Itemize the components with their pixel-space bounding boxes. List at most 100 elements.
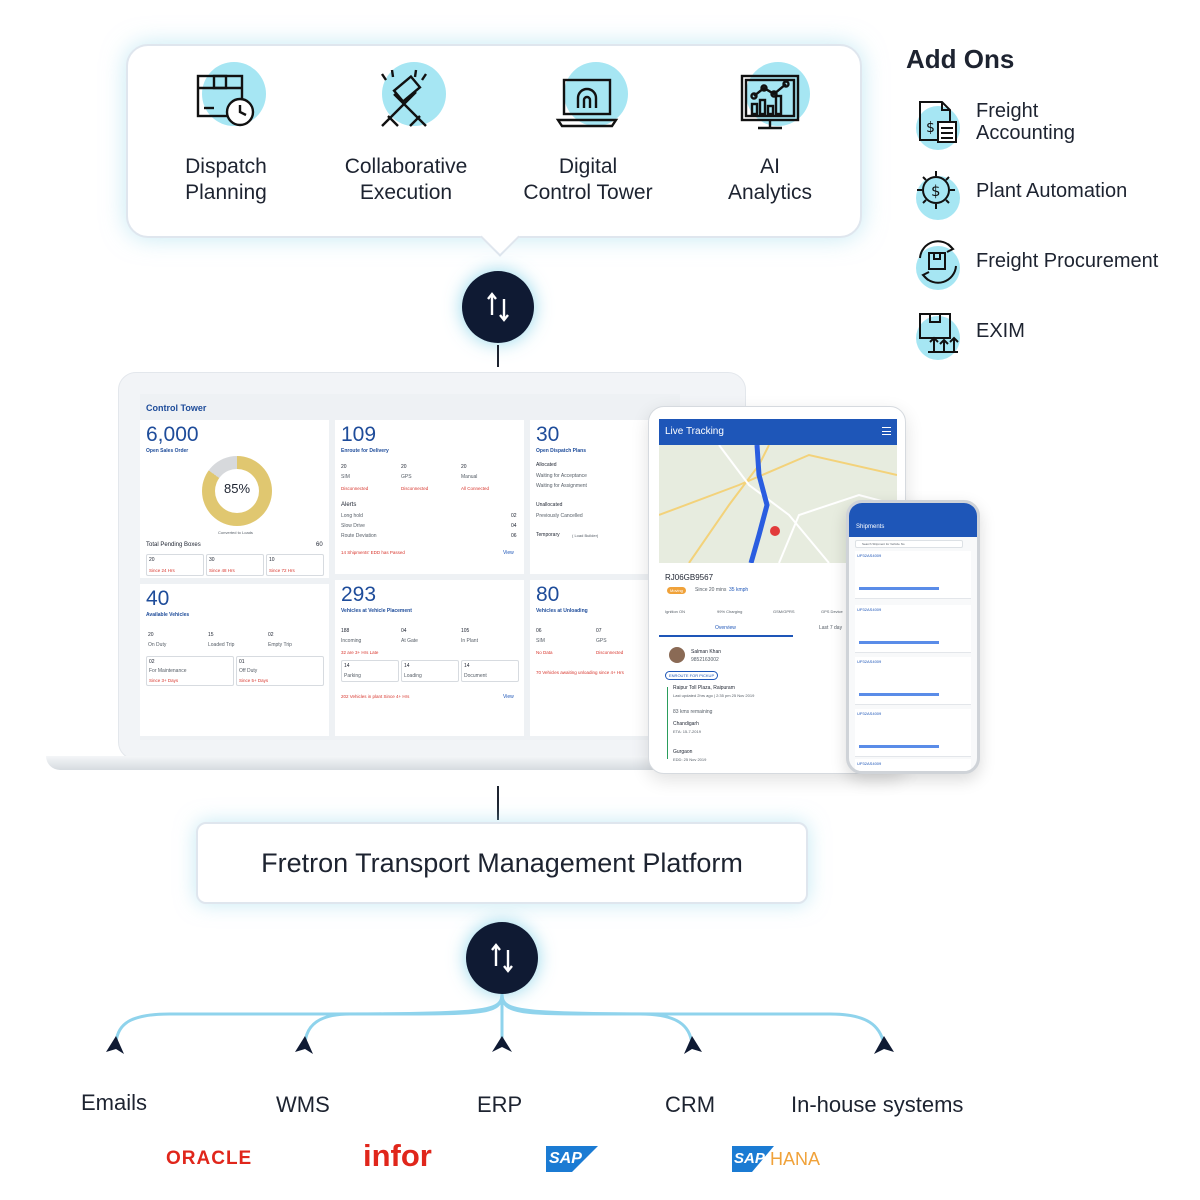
sap-hana-hana-text: HANA [770,1149,821,1169]
metric-label: Ignition ON [665,609,686,614]
col-label: Manual [461,474,478,480]
shipment-card[interactable]: UP32AS4009 [855,709,971,757]
control-tower-screen: Control Tower 6,000 Open Sales Order 85%… [140,394,680,740]
map-route [659,445,897,563]
analytics-monitor-icon [728,60,812,144]
speed-text: 35 kmph [729,587,749,593]
shipment-card[interactable]: UP32AS4009 [855,657,971,705]
waiting-acceptance: Waiting for Acceptance [536,473,587,479]
col-label: SIM [536,638,545,644]
addon-plant-automation[interactable]: $ Plant Automation [912,166,1192,222]
sync-arrows-icon [491,943,513,973]
col-note: No Data [536,650,553,655]
pending-box[interactable]: 10 Since 72 Hrs [266,554,324,576]
addon-freight-accounting[interactable]: $ Freight Accounting [912,96,1192,152]
loading-box[interactable]: 14 Loading [401,660,459,682]
metric-label: GSM/GPRS [773,609,795,614]
col-label: On Duty [148,642,167,648]
addon-exim[interactable]: EXIM [912,306,1192,362]
view-link[interactable]: View [503,694,514,700]
enroute-tile[interactable]: 109 Enroute for Delivery 20 SIM Disconne… [335,420,524,574]
col-value: 105 [461,628,470,634]
col-note: Disconnected [401,486,429,491]
progress-bar [859,745,939,748]
tab-overview[interactable]: Overview [715,625,736,631]
route-timeline [667,687,668,759]
col-label: GPS [401,474,412,480]
menu-icon[interactable] [882,427,891,435]
box-note: Since 72 Hrs [269,568,295,573]
module-dispatch-planning[interactable]: Dispatch Planning [136,60,316,206]
col-value: 04 [401,628,407,634]
exim-box-icon [912,306,964,360]
progress-bar [859,641,939,644]
sap-logo-shape [546,1146,598,1172]
alert-value: 06 [511,533,517,539]
live-tracking-title: Live Tracking [665,426,724,437]
addon-label: Freight Accounting [976,100,1075,144]
box-label: For Maintenance [149,668,187,674]
module-label: Collaborative Execution [344,155,468,204]
sap-hana-sap-text: SAP [734,1150,765,1167]
metric-label: 99% Charging [717,609,743,614]
shipment-id: UP32AS4009 [857,659,882,664]
col-label: Empty Trip [268,642,292,648]
box-label: Loading [404,673,422,679]
platform-card: Fretron Transport Management Platform [196,822,808,904]
placement-label: Vehicles at Vehicle Placement [341,608,412,614]
integration-inhouse: In-house systems [791,1092,964,1117]
tab-last-7-days[interactable]: Last 7 day [819,625,843,631]
integration-wms: WMS [276,1092,330,1117]
unloading-label: Vehicles at Unloading [536,608,588,614]
placement-footer: 202 Vehicles in plant Since 4+ Hrs [341,694,410,699]
box-value: 14 [344,663,350,669]
vehicle-placement-tile[interactable]: 293 Vehicles at Vehicle Placement 188 In… [335,580,524,736]
box-value: 02 [149,659,155,665]
enroute-badge: ENROUTE FOR PICKUP [665,671,719,680]
maintenance-box[interactable]: 02 For Maintenance Since 3+ Days [146,656,234,686]
shipment-card[interactable]: UP32AS4009 [855,551,971,599]
col-label: Incoming [341,638,362,644]
addon-freight-procurement[interactable]: Freight Procurement [912,236,1192,292]
pending-label: Total Pending Boxes [146,542,201,548]
vehicles-label: Available Vehicles [146,612,190,618]
open-sales-value: 6,000 [146,423,199,446]
module-ai-analytics[interactable]: AI Analytics [680,60,860,206]
available-vehicles-tile[interactable]: 40 Available Vehicles 20 On Duty 15 Load… [140,584,329,736]
parking-box[interactable]: 14 Parking [341,660,399,682]
conversion-donut: 85% [202,456,272,526]
stop-note: EDD: 25 Nov 2019 [673,757,707,762]
pending-box[interactable]: 30 Since 48 Hrs [206,554,264,576]
col-label: In Plant [461,638,478,644]
arrowhead-crm [684,1036,702,1054]
module-collaborative-execution[interactable]: Collaborative Execution [316,60,496,206]
vehicles-value: 40 [146,587,170,610]
waiting-assignment: Waiting for Assignment [536,483,587,489]
freight-accounting-icon: $ [912,96,964,150]
pending-value: 60 [316,542,323,548]
alerts-title: Alerts [341,502,357,508]
cancelled-label: Previously Cancelled [536,513,583,519]
arrowhead-inhouse [874,1036,894,1054]
box-value: 14 [464,663,470,669]
placement-value: 293 [341,583,377,606]
live-tracking-header: Live Tracking [659,419,897,445]
stop-name: Gurgaon [673,749,693,755]
off-duty-box[interactable]: 01 Off Duty Since 5+ Days [236,656,324,686]
modules-card: Dispatch Planning Collaborative Executio… [126,44,862,257]
box-label: Document [464,673,487,679]
shipment-search-input[interactable]: Search Shipment for Vehicle No [855,540,963,548]
pending-box[interactable]: 20 Since 24 Hrs [146,554,204,576]
col-value: 20 [341,464,347,470]
view-link[interactable]: View [503,550,514,556]
shipment-card[interactable]: UP32AS4009 [855,759,971,771]
shipment-id: UP32AS4009 [857,711,882,716]
temporary-note: ( Load Builder) [572,533,599,538]
laptop-base [46,756,746,770]
document-box[interactable]: 14 Document [461,660,519,682]
box-value: 30 [209,557,215,563]
module-digital-control-tower[interactable]: Digital Control Tower [498,60,678,206]
driver-phone: 9852163002 [691,657,719,663]
shipment-card[interactable]: UP32AS4009 [855,605,971,653]
open-sales-tile[interactable]: 6,000 Open Sales Order 85% Converted to … [140,420,329,578]
